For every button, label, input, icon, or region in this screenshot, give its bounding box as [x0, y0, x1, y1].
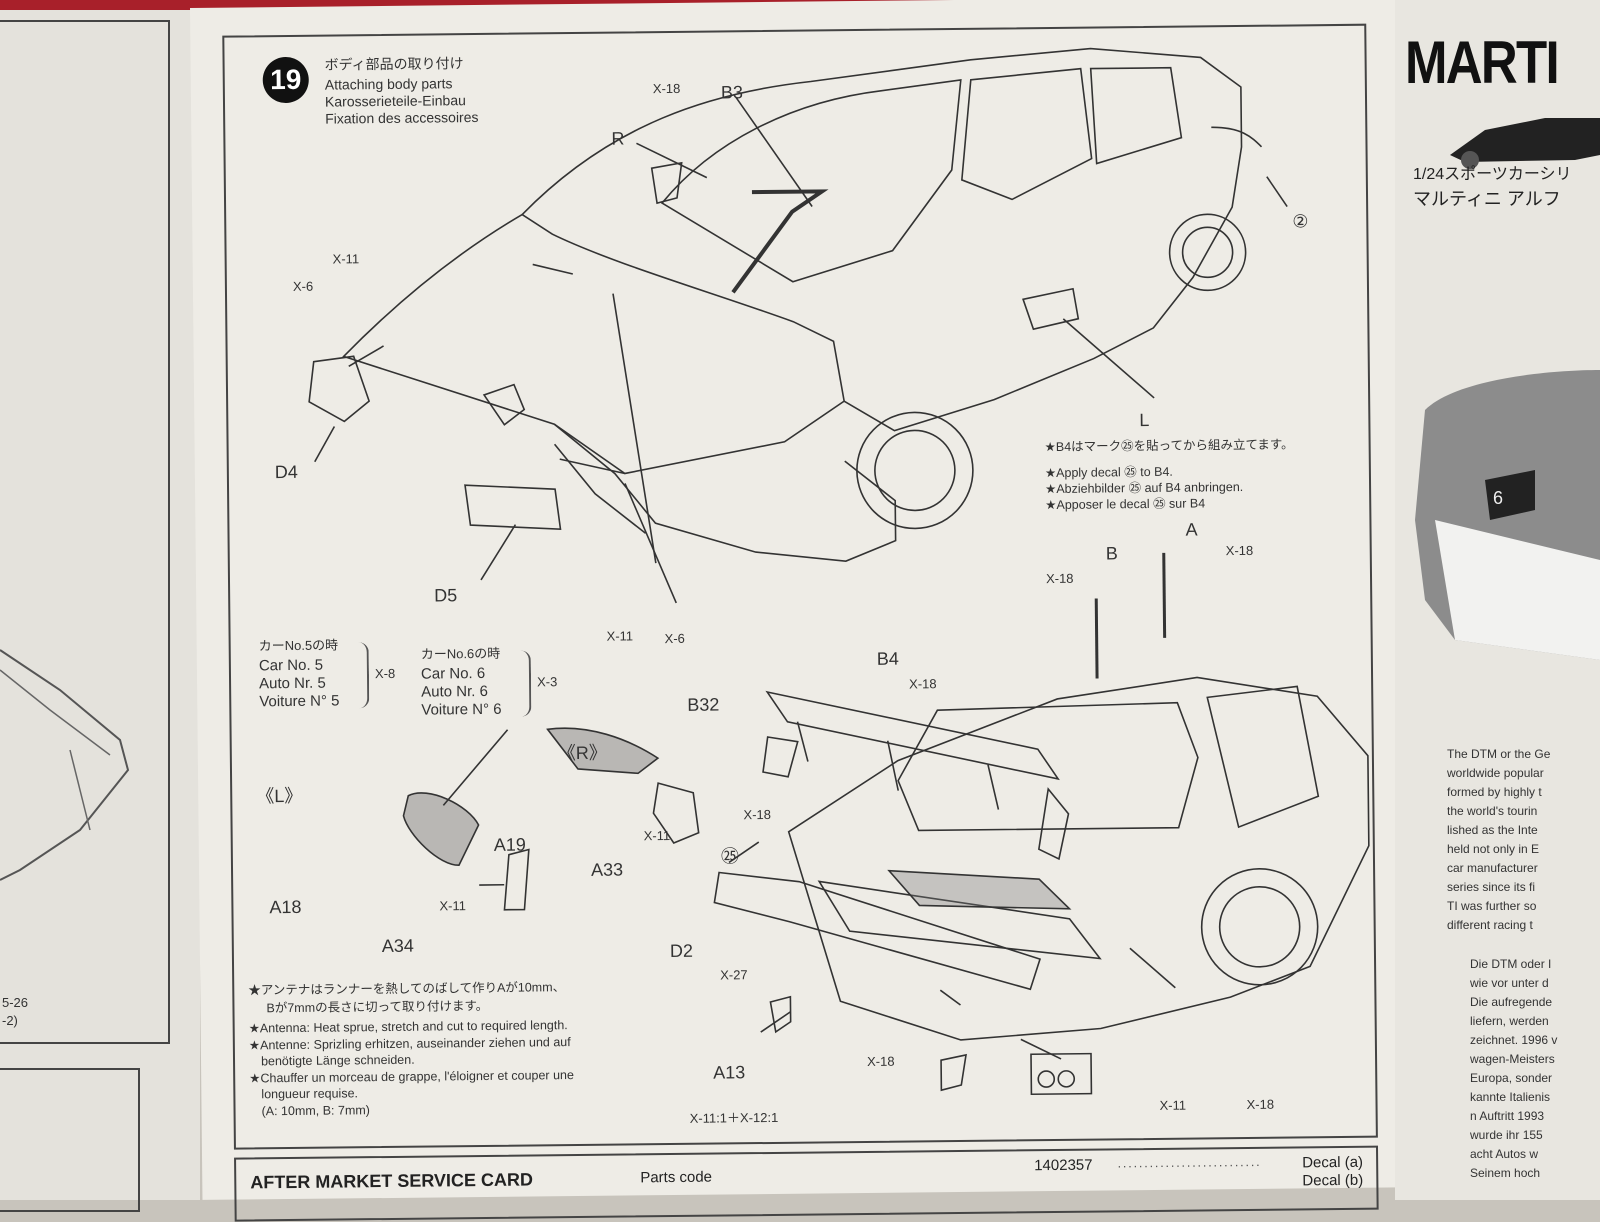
right-cover-sheet: MARTI 6 1/24スポーツカーシリ マルティニ アルフ The DTM o… [1395, 0, 1600, 1200]
svg-text:6: 6 [1493, 488, 1503, 508]
label-d5: D5 [434, 585, 458, 606]
left-car-sketch [0, 649, 130, 881]
car6-jp: カーNo.6の時 [420, 645, 501, 662]
label-x18-bottom: X-18 [866, 1053, 895, 1069]
car5-de: Auto Nr. 5 [258, 674, 326, 693]
label-l-side: 《L》 [256, 785, 303, 807]
car5-jp: カーNo.5の時 [258, 637, 339, 654]
left-instruction-sheet: 5-26 -2) [0, 10, 200, 1212]
car5-en: Car No. 5 [258, 656, 324, 675]
label-a18: A18 [269, 896, 302, 918]
label-b3: B3 [720, 82, 744, 103]
label-x11-mirror-l: X-11 [439, 898, 466, 914]
label-b4: B4 [876, 648, 899, 669]
label-x11-front: X-11 [332, 251, 360, 267]
label-circle-2: ② [1292, 211, 1309, 232]
label-x27: X-27 [720, 967, 748, 983]
car6-part: X-3 [536, 674, 558, 690]
label-a34: A34 [381, 935, 414, 957]
car6-brace [518, 650, 532, 717]
label-l: L [1139, 409, 1150, 431]
label-x11-bottom: X-11 [606, 628, 634, 644]
label-x6-bottom: X-6 [664, 630, 685, 647]
brand-title: MARTI [1405, 29, 1560, 96]
label-x11-rear: X-11 [1159, 1097, 1187, 1113]
label-x18-b3: X-18 [652, 80, 681, 97]
label-a13: A13 [713, 1062, 746, 1083]
main-instruction-sheet: 19 ボディ部品の取り付け Attaching body parts Karos… [190, 0, 1423, 1222]
label-a33: A33 [590, 859, 624, 880]
left-step-frame [0, 20, 170, 1044]
antenna-note-dims: (A: 10mm, B: 7mm) [261, 1103, 370, 1119]
series-jp: 1/24スポーツカーシリ [1413, 166, 1572, 183]
car6-de: Auto Nr. 6 [421, 682, 488, 701]
service-card-parts-code: Parts code [640, 1168, 713, 1187]
antenna-note-de2: benötigte Länge schneiden. [260, 1052, 415, 1069]
label-a19: A19 [493, 834, 526, 855]
label-x11-mirror-r: X-11 [643, 828, 671, 844]
left-ref-2: -2) [2, 1013, 18, 1028]
label-a: A [1185, 519, 1198, 540]
label-x11-x12: X-11:1＋X-12:1 [689, 1109, 779, 1126]
label-r: R [611, 128, 625, 149]
service-card-dots: ··························· [1117, 1156, 1262, 1174]
antenna-note-jp2: Bが7mmの長さに切って取り付けます。 [266, 998, 489, 1016]
label-b32: B32 [687, 694, 720, 715]
label-decal-25: ㉕ [720, 846, 740, 867]
antenna-note-en: ★Antenna: Heat sprue, stretch and cut to… [248, 1018, 568, 1036]
decal-note-en: ★Apply decal ㉕ to B4. [1044, 464, 1173, 481]
antenna-note-de1: ★Antenne: Sprizling erhitzen, auseinande… [248, 1035, 571, 1053]
service-card-decal-a: Decal (a) [1302, 1153, 1364, 1172]
label-r-side: 《R》 [557, 742, 607, 764]
service-card-title: AFTER MARKET SERVICE CARD [250, 1169, 534, 1193]
label-x18-b4: X-18 [909, 676, 937, 692]
car-silhouette: 6 [1415, 118, 1600, 660]
assembly-line-art [308, 47, 1370, 1096]
antenna-note-fr1: ★Chauffer un morceau de grappe, l'éloign… [249, 1068, 574, 1086]
decal-note-jp: ★B4はマーク㉕を貼ってから組み立てます。 [1044, 437, 1294, 455]
left-lower-frame [0, 1068, 140, 1212]
car5-fr: Voiture N° 5 [259, 692, 340, 711]
label-d2: D2 [669, 940, 694, 962]
service-card-code1: 1402357 [1034, 1156, 1093, 1175]
car5-brace [356, 642, 370, 709]
label-x18-rear: X-18 [1246, 1096, 1275, 1112]
label-x18-b32: X-18 [743, 806, 772, 823]
car5-part: X-8 [374, 665, 396, 682]
label-x6-front: X-6 [292, 278, 314, 294]
car6-fr: Voiture N° 6 [421, 700, 502, 719]
decal-note-de: ★Abziehbilder ㉕ auf B4 anbringen. [1045, 479, 1244, 497]
decal-note-fr: ★Apposer le decal ㉕ sur B4 [1045, 496, 1206, 513]
service-card-decal-b: Decal (b) [1302, 1171, 1364, 1190]
label-x18-b: X-18 [1045, 570, 1074, 587]
left-ref-1: 5-26 [2, 995, 29, 1010]
antenna-note-jp1: ★アンテナはランナーを熱してのばして作りAが10mm、 [248, 980, 566, 998]
antenna-note-fr2: longueur requise. [261, 1086, 359, 1102]
label-d4: D4 [274, 461, 298, 483]
label-x18-a: X-18 [1225, 542, 1254, 559]
name-jp: マルティニ アルフ [1413, 189, 1561, 209]
label-b: B [1105, 543, 1118, 564]
car6-en: Car No. 6 [420, 664, 486, 683]
